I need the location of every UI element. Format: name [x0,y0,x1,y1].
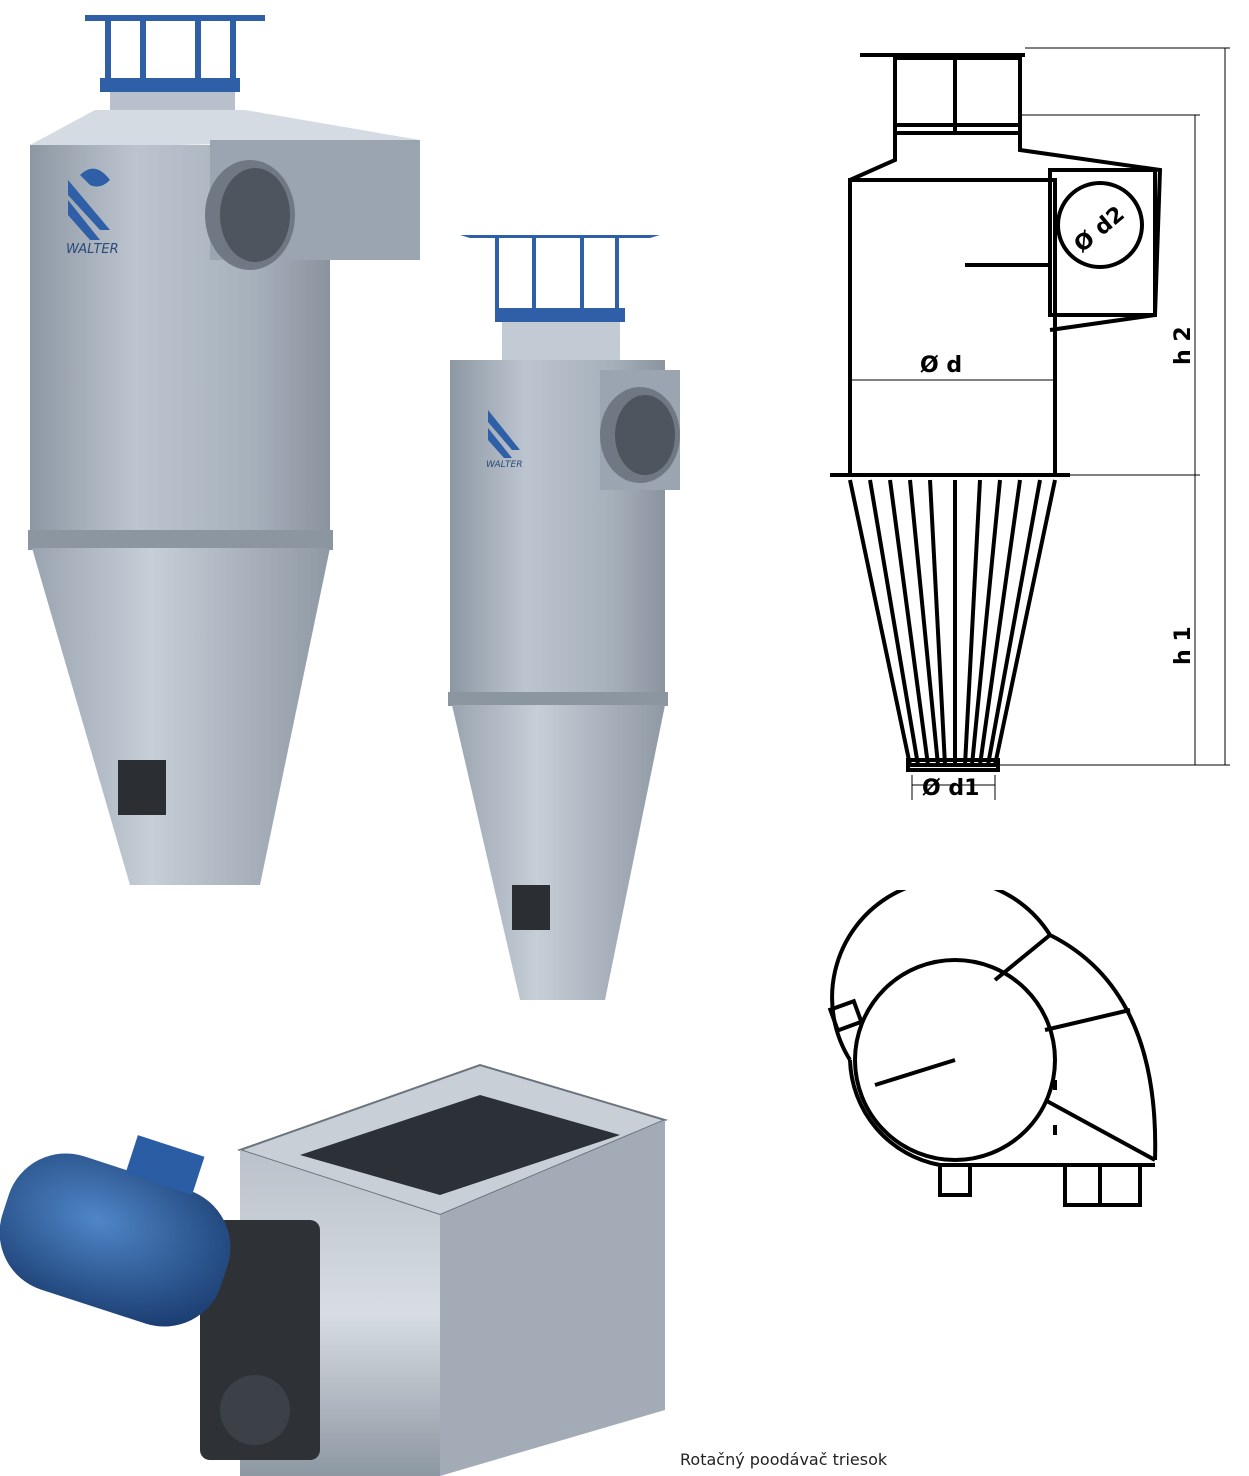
caption: Rotačný poodávač triesok [680,1450,888,1469]
cyclone-top-drawing [827,890,1158,1207]
cyclone-large-chimney [85,15,265,122]
cyclone-small-hatch [512,885,550,930]
label-d1: Ø d1 [922,776,979,801]
label-d: Ø d [920,353,962,378]
label-h2: h 2 [1171,326,1196,365]
valve-motor [0,1153,231,1327]
cyclone-large-cone [32,548,330,885]
cyclone-large-logo: WALTER [66,168,119,257]
cyclone-small-logo: WALTER [486,410,522,470]
cyclone-small-logo-text: WALTER [486,460,522,470]
drawing-front-outline [830,53,1163,772]
cyclone-small-chimney [460,235,660,362]
cyclone-front-drawing: Ø d Ø d1 Ø d2 h 2 h 1 [830,47,1230,801]
cyclone-large-top [30,110,420,148]
label-d2: Ø d2 [1070,202,1130,258]
label-h1: h 1 [1171,626,1196,665]
cyclone-large-hatch [118,760,166,815]
rotary-valve-image [0,1063,668,1476]
drawing-front-dimension-lines [850,47,1230,800]
cyclone-large-logo-text: WALTER [66,242,119,257]
cyclone-large-image: WALTER [28,15,420,885]
cyclone-small-image: WALTER [448,235,680,1000]
cyclone-small-cone [452,705,665,1000]
drawing-top-outline [827,890,1158,1207]
